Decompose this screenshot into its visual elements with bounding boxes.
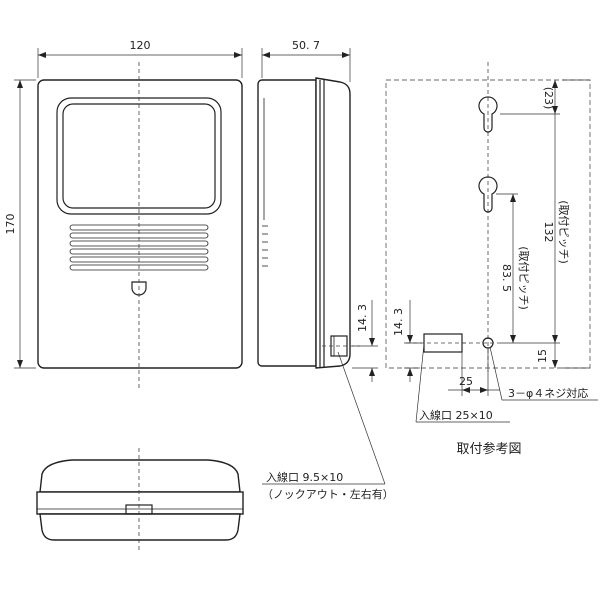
dim-top-23: (23) bbox=[500, 79, 590, 115]
dim-front-height: 170 bbox=[4, 79, 36, 369]
dim-label-back-14-3: 14. 3 bbox=[392, 308, 405, 336]
dim-front-width: 120 bbox=[37, 39, 243, 78]
label-side-inlet-sub: （ノックアウト・左右有） bbox=[262, 487, 394, 501]
dim-label-50-7: 50. 7 bbox=[292, 39, 320, 52]
keyhole-middle bbox=[478, 176, 498, 213]
dim-label-83-5: 83. 5 bbox=[500, 264, 513, 292]
front-view bbox=[37, 62, 243, 390]
leader-screw bbox=[489, 346, 598, 401]
bottom-base bbox=[39, 513, 241, 541]
label-side-inlet: 入線口 9.5×10 bbox=[266, 470, 343, 484]
dim-label-23: (23) bbox=[542, 87, 555, 110]
leader-back-inlet bbox=[415, 343, 510, 423]
dim-back-14-3: 14. 3 bbox=[392, 300, 422, 382]
dim-pitch-132: 132 (取付ピッチ) bbox=[500, 114, 570, 344]
side-vents bbox=[262, 225, 268, 267]
label-screw: 3－φ４ネジ対応 bbox=[508, 386, 588, 400]
bottom-cover bbox=[39, 459, 241, 493]
dim-side-14-3: 14. 3 bbox=[352, 300, 378, 382]
dim-label-25: 25 bbox=[459, 375, 473, 388]
dim-inlet-25: 25 bbox=[448, 348, 500, 396]
dim-label-132: 132 bbox=[542, 222, 555, 243]
dim-side-depth: 50. 7 bbox=[261, 39, 351, 82]
leader-side-inlet bbox=[262, 351, 386, 485]
bottom-view bbox=[36, 448, 244, 550]
dim-label-83-5-note: (取付ピッチ) bbox=[517, 246, 530, 310]
dim-label-side-14-3: 14. 3 bbox=[356, 304, 369, 332]
side-cover bbox=[257, 79, 317, 367]
dim-label-132-note: (取付ピッチ) bbox=[557, 200, 570, 264]
side-view bbox=[257, 77, 360, 369]
figure-title: 取付参考図 bbox=[456, 441, 521, 457]
dim-label-15: 15 bbox=[536, 349, 549, 363]
indicator-lamp bbox=[131, 281, 147, 296]
label-back-inlet: 入線口 25×10 bbox=[419, 408, 493, 422]
front-housing bbox=[37, 79, 243, 369]
dim-label-120: 120 bbox=[130, 39, 151, 52]
bottom-base-band bbox=[36, 491, 244, 515]
side-base bbox=[315, 77, 351, 369]
dim-label-170: 170 bbox=[4, 214, 17, 235]
dim-bottom-15: 15 bbox=[536, 343, 590, 369]
dim-pitch-83-5: 83. 5 (取付ピッチ) bbox=[496, 193, 530, 343]
keyhole-top bbox=[478, 96, 498, 133]
